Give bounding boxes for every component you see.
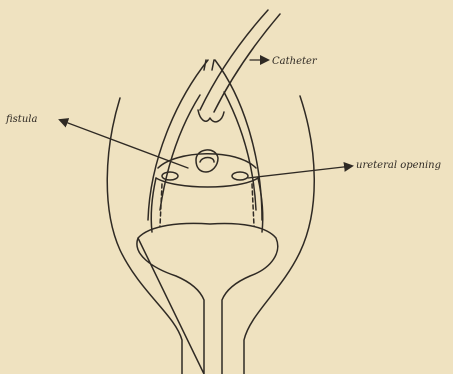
posterior-retractor (137, 223, 278, 374)
ureteral-opening-pointer (248, 166, 352, 178)
ureteral-opening-left (162, 172, 178, 180)
fistula-label: fistula (5, 114, 37, 125)
outer-outline-left (107, 98, 182, 374)
catheter-line-right (214, 14, 280, 112)
inner-fold-right-2 (224, 92, 256, 210)
ureteral-opening-right (232, 172, 248, 180)
urethral-meatus (198, 110, 224, 122)
lateral-wall-left-dash (160, 184, 162, 226)
catheter-label: Catheter (272, 56, 318, 67)
inner-fold-left-2 (160, 95, 200, 210)
fistula-inner (200, 158, 214, 163)
ureteral-opening-label: ureteral opening (356, 160, 441, 171)
lateral-wall-right (258, 178, 263, 232)
outer-outline-right (244, 96, 314, 374)
catheter-tip (204, 60, 214, 70)
